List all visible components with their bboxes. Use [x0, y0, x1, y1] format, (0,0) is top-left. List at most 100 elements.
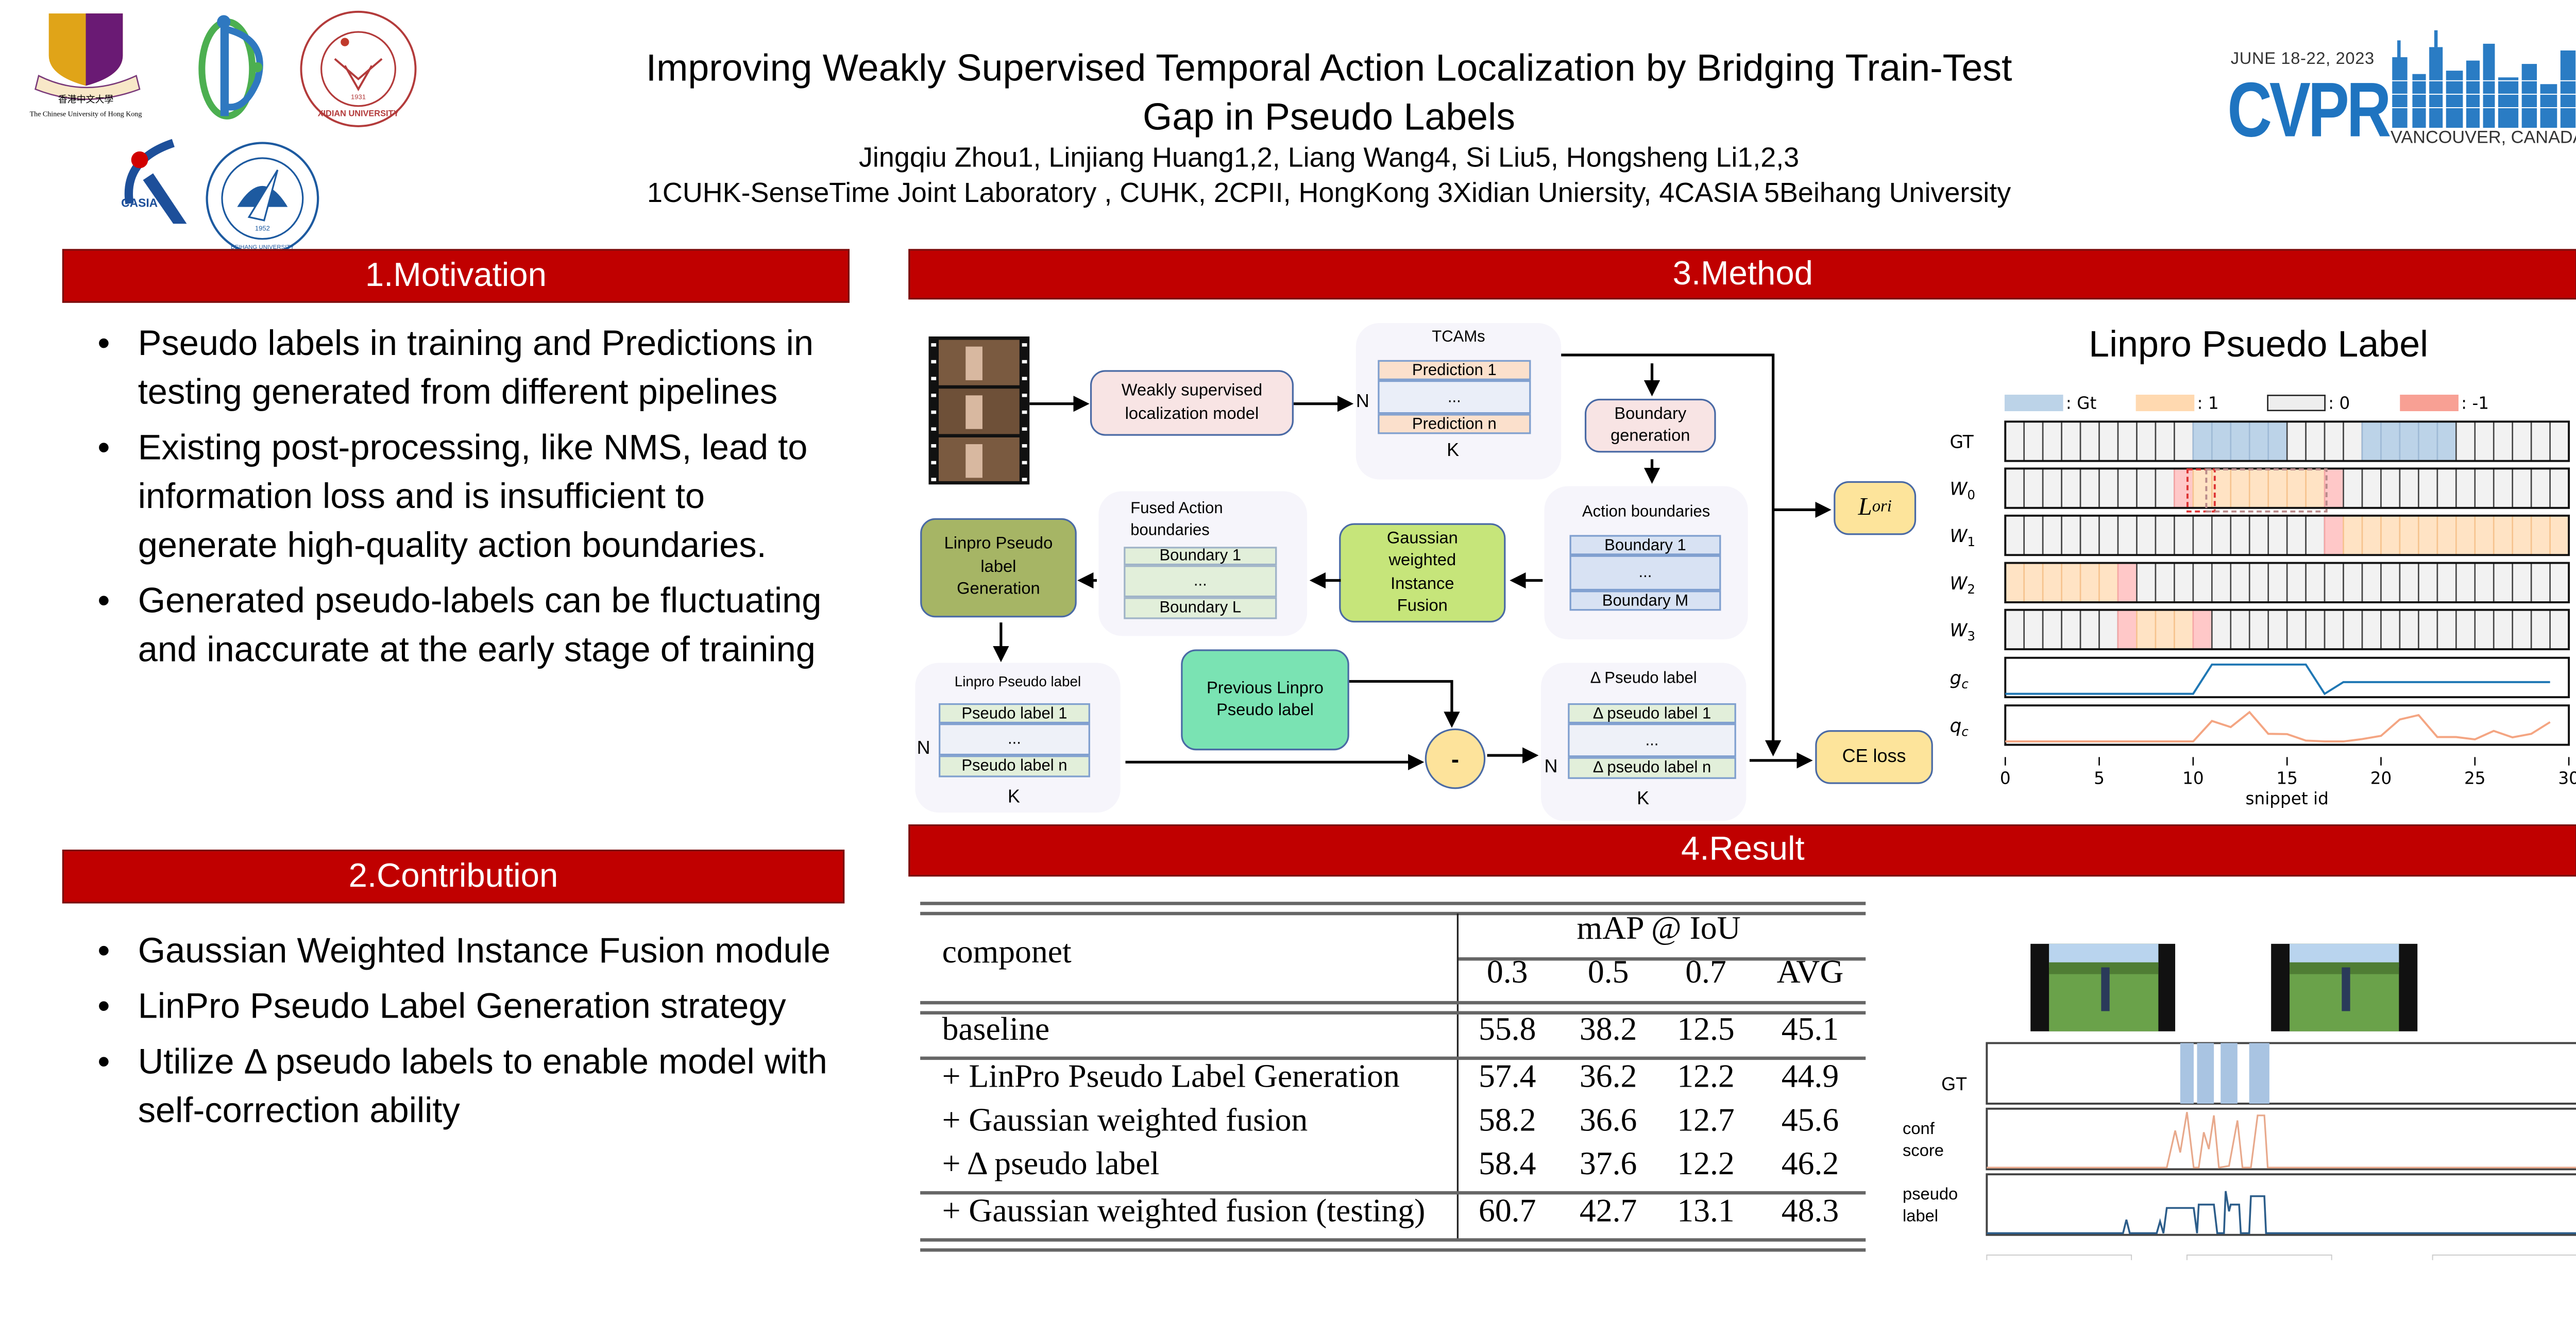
x-axis-label: snippet id	[2246, 789, 2329, 808]
conf-score-label: conf score	[1903, 1120, 1944, 1161]
chart-cell	[2061, 515, 2081, 556]
chart-cell	[2267, 468, 2288, 509]
chart-cell	[2474, 562, 2495, 603]
chart-cell	[2361, 515, 2382, 556]
vancouver-skyline-icon	[2388, 30, 2576, 128]
legend-label: : Gt	[2066, 393, 2097, 413]
pseudo-label-label: pseudo label	[1903, 1186, 1958, 1227]
cvpr-dates: JUNE 18-22, 2023	[2230, 50, 2375, 69]
golf-frame-image	[2271, 943, 2418, 1031]
chart-cell	[2380, 562, 2401, 603]
cvpr-location: VANCOUVER, CANADA	[2390, 128, 2576, 148]
golf-frame-image	[2030, 943, 2176, 1031]
chart-cell	[2530, 562, 2551, 603]
chart-cell	[2399, 468, 2419, 509]
chart-cell	[2399, 420, 2419, 462]
table-header-group: mAP @ IoU	[1577, 911, 1741, 948]
chart-cell	[2211, 420, 2232, 462]
chart-cell	[2004, 420, 2025, 462]
table-cell: 58.4	[1478, 1147, 1536, 1183]
chart-cell	[2023, 609, 2044, 650]
chart-cell	[2343, 562, 2363, 603]
bullet-icon: •	[97, 582, 110, 621]
fused-boundary-row: Boundary 1	[1124, 547, 1277, 566]
chart-cell	[2042, 562, 2062, 603]
chart-cell	[2549, 515, 2570, 556]
chart-cell	[2418, 609, 2438, 650]
table-row-name: baseline	[942, 1012, 1050, 1049]
university-logos: 香港中文大學 The Chinese University of Hong Ko…	[30, 10, 417, 256]
bullet-icon: •	[97, 1043, 110, 1082]
chart-cell	[2512, 420, 2532, 462]
k-label: K	[1007, 787, 1020, 808]
section-header-result: 4.Result	[908, 824, 2576, 877]
chart-cell	[2061, 562, 2081, 603]
chart-cell	[2474, 515, 2495, 556]
chart-cell	[2079, 420, 2100, 462]
legend-swatch	[2267, 395, 2326, 412]
chart-cell	[2079, 515, 2100, 556]
subtract-operator: -	[1425, 728, 1486, 789]
svg-text:The Chinese University of Hong: The Chinese University of Hong Kong	[30, 110, 142, 118]
chart-cell	[2248, 468, 2269, 509]
chart-cell	[2098, 420, 2119, 462]
row-label: qc	[1950, 715, 1969, 739]
chart-cell	[2324, 515, 2344, 556]
casia-logo: CASIA	[121, 139, 187, 224]
chart-cell	[2286, 562, 2307, 603]
chart-cell	[2512, 515, 2532, 556]
highlight-box	[2205, 468, 2328, 513]
chart-cell	[2117, 609, 2138, 650]
motivation-bullets: •Pseudo labels in training and Predictio…	[97, 319, 838, 681]
chart-cell	[2549, 420, 2570, 462]
section-header-contribution: 2.Contribution	[62, 849, 845, 904]
chart-cell	[2230, 515, 2250, 556]
chart-cell	[2267, 609, 2288, 650]
chart-cell	[2174, 468, 2194, 509]
table-header-col: 0.7	[1685, 955, 1726, 991]
table-row-name: + Gaussian weighted fusion (testing)	[942, 1194, 1426, 1230]
x-tick-label: 0	[2000, 769, 2011, 788]
chart-cell	[2399, 515, 2419, 556]
table-cell: 46.2	[1781, 1147, 1839, 1183]
gt-label: GT	[1941, 1073, 1967, 1094]
chart-cell	[2512, 609, 2532, 650]
chart-cell	[2155, 562, 2175, 603]
chart-cell	[2079, 609, 2100, 650]
chart-cell	[2286, 515, 2307, 556]
chart-row-frame	[2004, 608, 2570, 651]
chart-cell	[2455, 515, 2476, 556]
chart-cell	[2549, 562, 2570, 603]
cpii-logo	[198, 15, 263, 120]
chart-cell	[2380, 420, 2401, 462]
table-row-name: + LinPro Pseudo Label Generation	[942, 1060, 1400, 1095]
chart-cell	[2023, 468, 2044, 509]
svg-text:1952: 1952	[255, 224, 270, 232]
chart-cell	[2174, 420, 2194, 462]
bullet-icon: •	[97, 987, 110, 1026]
chart-cell	[2192, 562, 2213, 603]
video-frames-image	[928, 336, 1030, 485]
chart-cell	[2418, 515, 2438, 556]
chart-cell	[2230, 609, 2250, 650]
chart-cell	[2418, 420, 2438, 462]
contribution-bullet: •Utilize Δ pseudo labels to enable model…	[97, 1038, 838, 1136]
chart-cell	[2230, 420, 2250, 462]
chart-cell	[2004, 468, 2025, 509]
svg-text:1931: 1931	[351, 93, 366, 101]
table-cell: 45.1	[1781, 1012, 1839, 1049]
chart-cell	[2004, 515, 2025, 556]
legend-swatch	[2136, 395, 2195, 412]
table-header-col: AVG	[1776, 955, 1844, 991]
bullet-icon: •	[97, 429, 110, 468]
poster-title-line-2: Gap in Pseudo Labels	[1143, 96, 1516, 138]
section-header-method: 3.Method	[908, 249, 2576, 300]
legend-label: : 0	[2328, 393, 2350, 413]
table-cell: 38.2	[1579, 1012, 1637, 1049]
chart-cell	[2211, 515, 2232, 556]
chart-cell	[2493, 609, 2514, 650]
line-row-frame	[2004, 704, 2570, 746]
chart-cell	[2530, 515, 2551, 556]
table-cell: 42.7	[1579, 1194, 1637, 1230]
